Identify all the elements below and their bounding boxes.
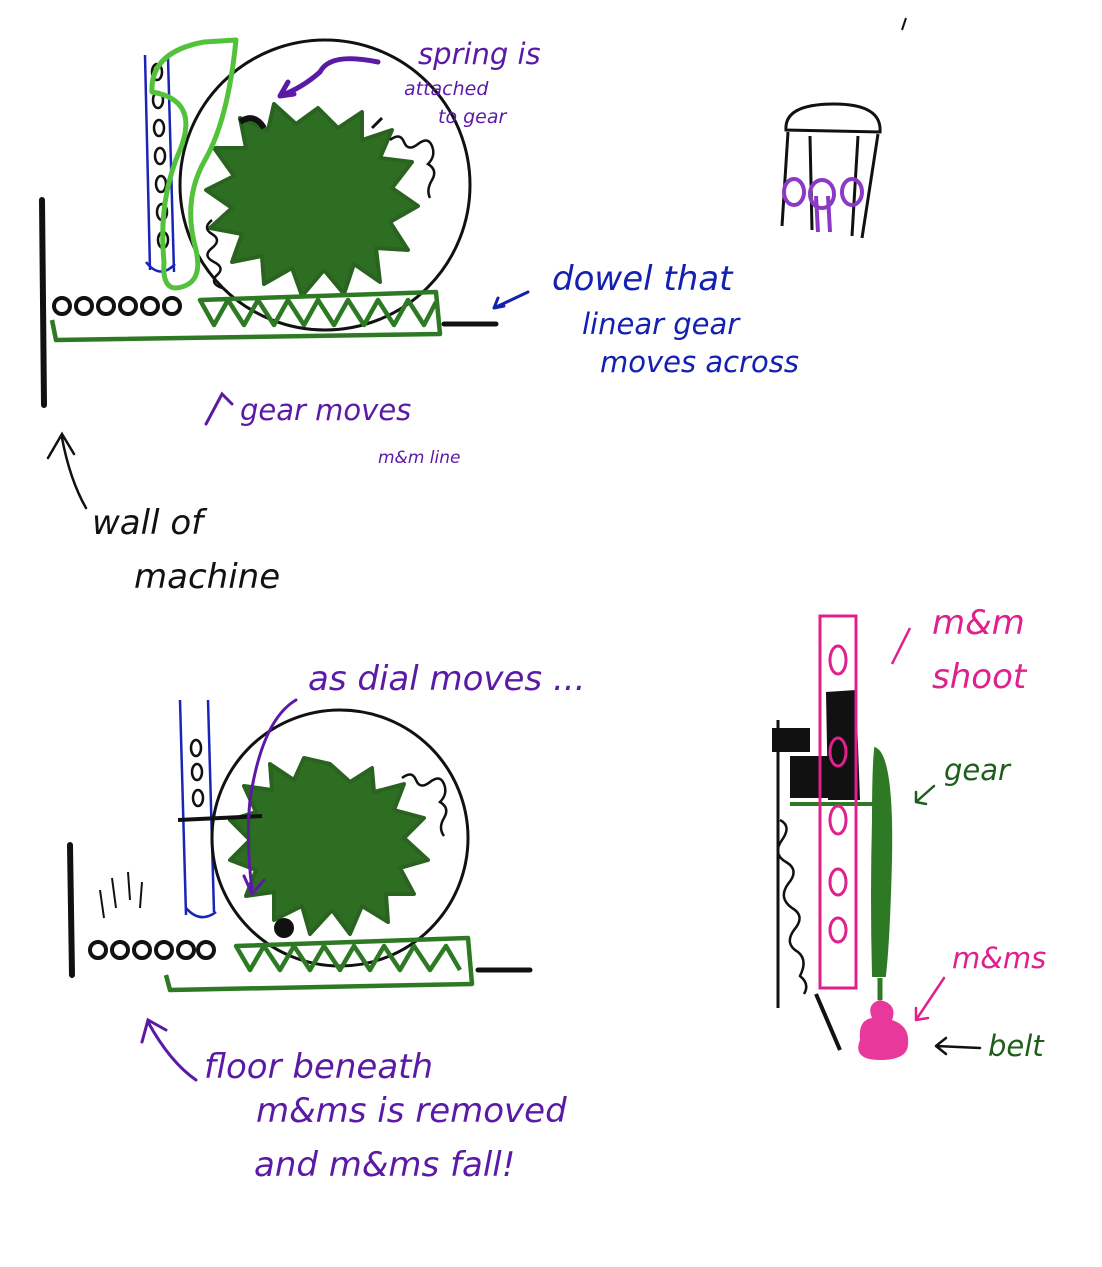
chute-mms [828,644,848,944]
spring-note-line-3: to gear [438,106,507,128]
linear-gear [49,289,443,343]
dowel-note-line-2: linear gear [582,307,740,341]
belt-label: belt [988,1029,1044,1063]
dowel-note-line-1: dowel that [552,259,733,299]
side-block-top [772,728,810,752]
side-block-tall [826,690,860,800]
floor-note-line-1: floor beneath [204,1047,434,1087]
spring-note-line-2: attached [404,78,489,100]
wall-note-line-1: wall of [92,503,204,543]
gear [204,102,420,298]
side-view [772,614,982,1060]
mms-on-belt [858,1000,909,1060]
gear-coil-left [205,219,223,290]
gear-coil-right [389,135,436,199]
mms-label-arrow [914,976,946,1022]
gear-note-arrow [204,391,234,426]
side-floor [814,993,842,1051]
mm-cup [780,102,882,239]
dowel-note-arrow [492,290,530,310]
side-coil [776,818,808,995]
mm-chute [818,614,858,990]
linear-gear-lower [163,935,475,993]
gear-lower [228,756,430,936]
wall-note-arrow [46,431,88,510]
bottom-mechanism [67,698,533,1082]
machine-wall [39,197,47,408]
gear-pin [238,115,267,130]
dial-note-arrow [242,698,298,897]
mm-row-lower [88,940,216,960]
spring-note-line-1: spring is [418,37,541,71]
mm-row [52,296,182,316]
dowel-note-line-3: moves across [600,345,799,379]
machine-wall-lower [67,842,75,978]
floor-note-arrow [140,1017,198,1082]
mm-tube-lower [178,699,217,919]
chute-label-line-2: shoot [932,657,1027,697]
floor-note-line-3: and m&ms fall! [254,1145,516,1185]
mm-tube [143,54,176,273]
gear-pin-lower [274,918,294,938]
side-gear [871,746,893,977]
gear-note-line-1: gear moves [240,393,412,427]
mms-label: m&ms [952,941,1047,975]
chute-label-line-1: m&m [932,603,1025,643]
spring [149,37,239,291]
top-mechanism [39,17,907,510]
wall-note-line-2: machine [134,557,281,597]
dial-circle [178,38,472,332]
chute-label-tick [890,627,912,665]
stray-mark [901,17,907,31]
side-block-mid [790,756,828,798]
dial-note: as dial moves ... [308,659,586,699]
floor-note-line-2: m&ms is removed [256,1091,567,1131]
gear-note-line-2: m&m line [378,448,461,468]
gear-hook [370,116,384,130]
belt-label-arrow [934,1036,982,1056]
spring-note-arrow [277,56,381,99]
gear-label-arrow [914,784,936,806]
falling-lines [99,871,143,919]
gear-label: gear [944,753,1010,787]
